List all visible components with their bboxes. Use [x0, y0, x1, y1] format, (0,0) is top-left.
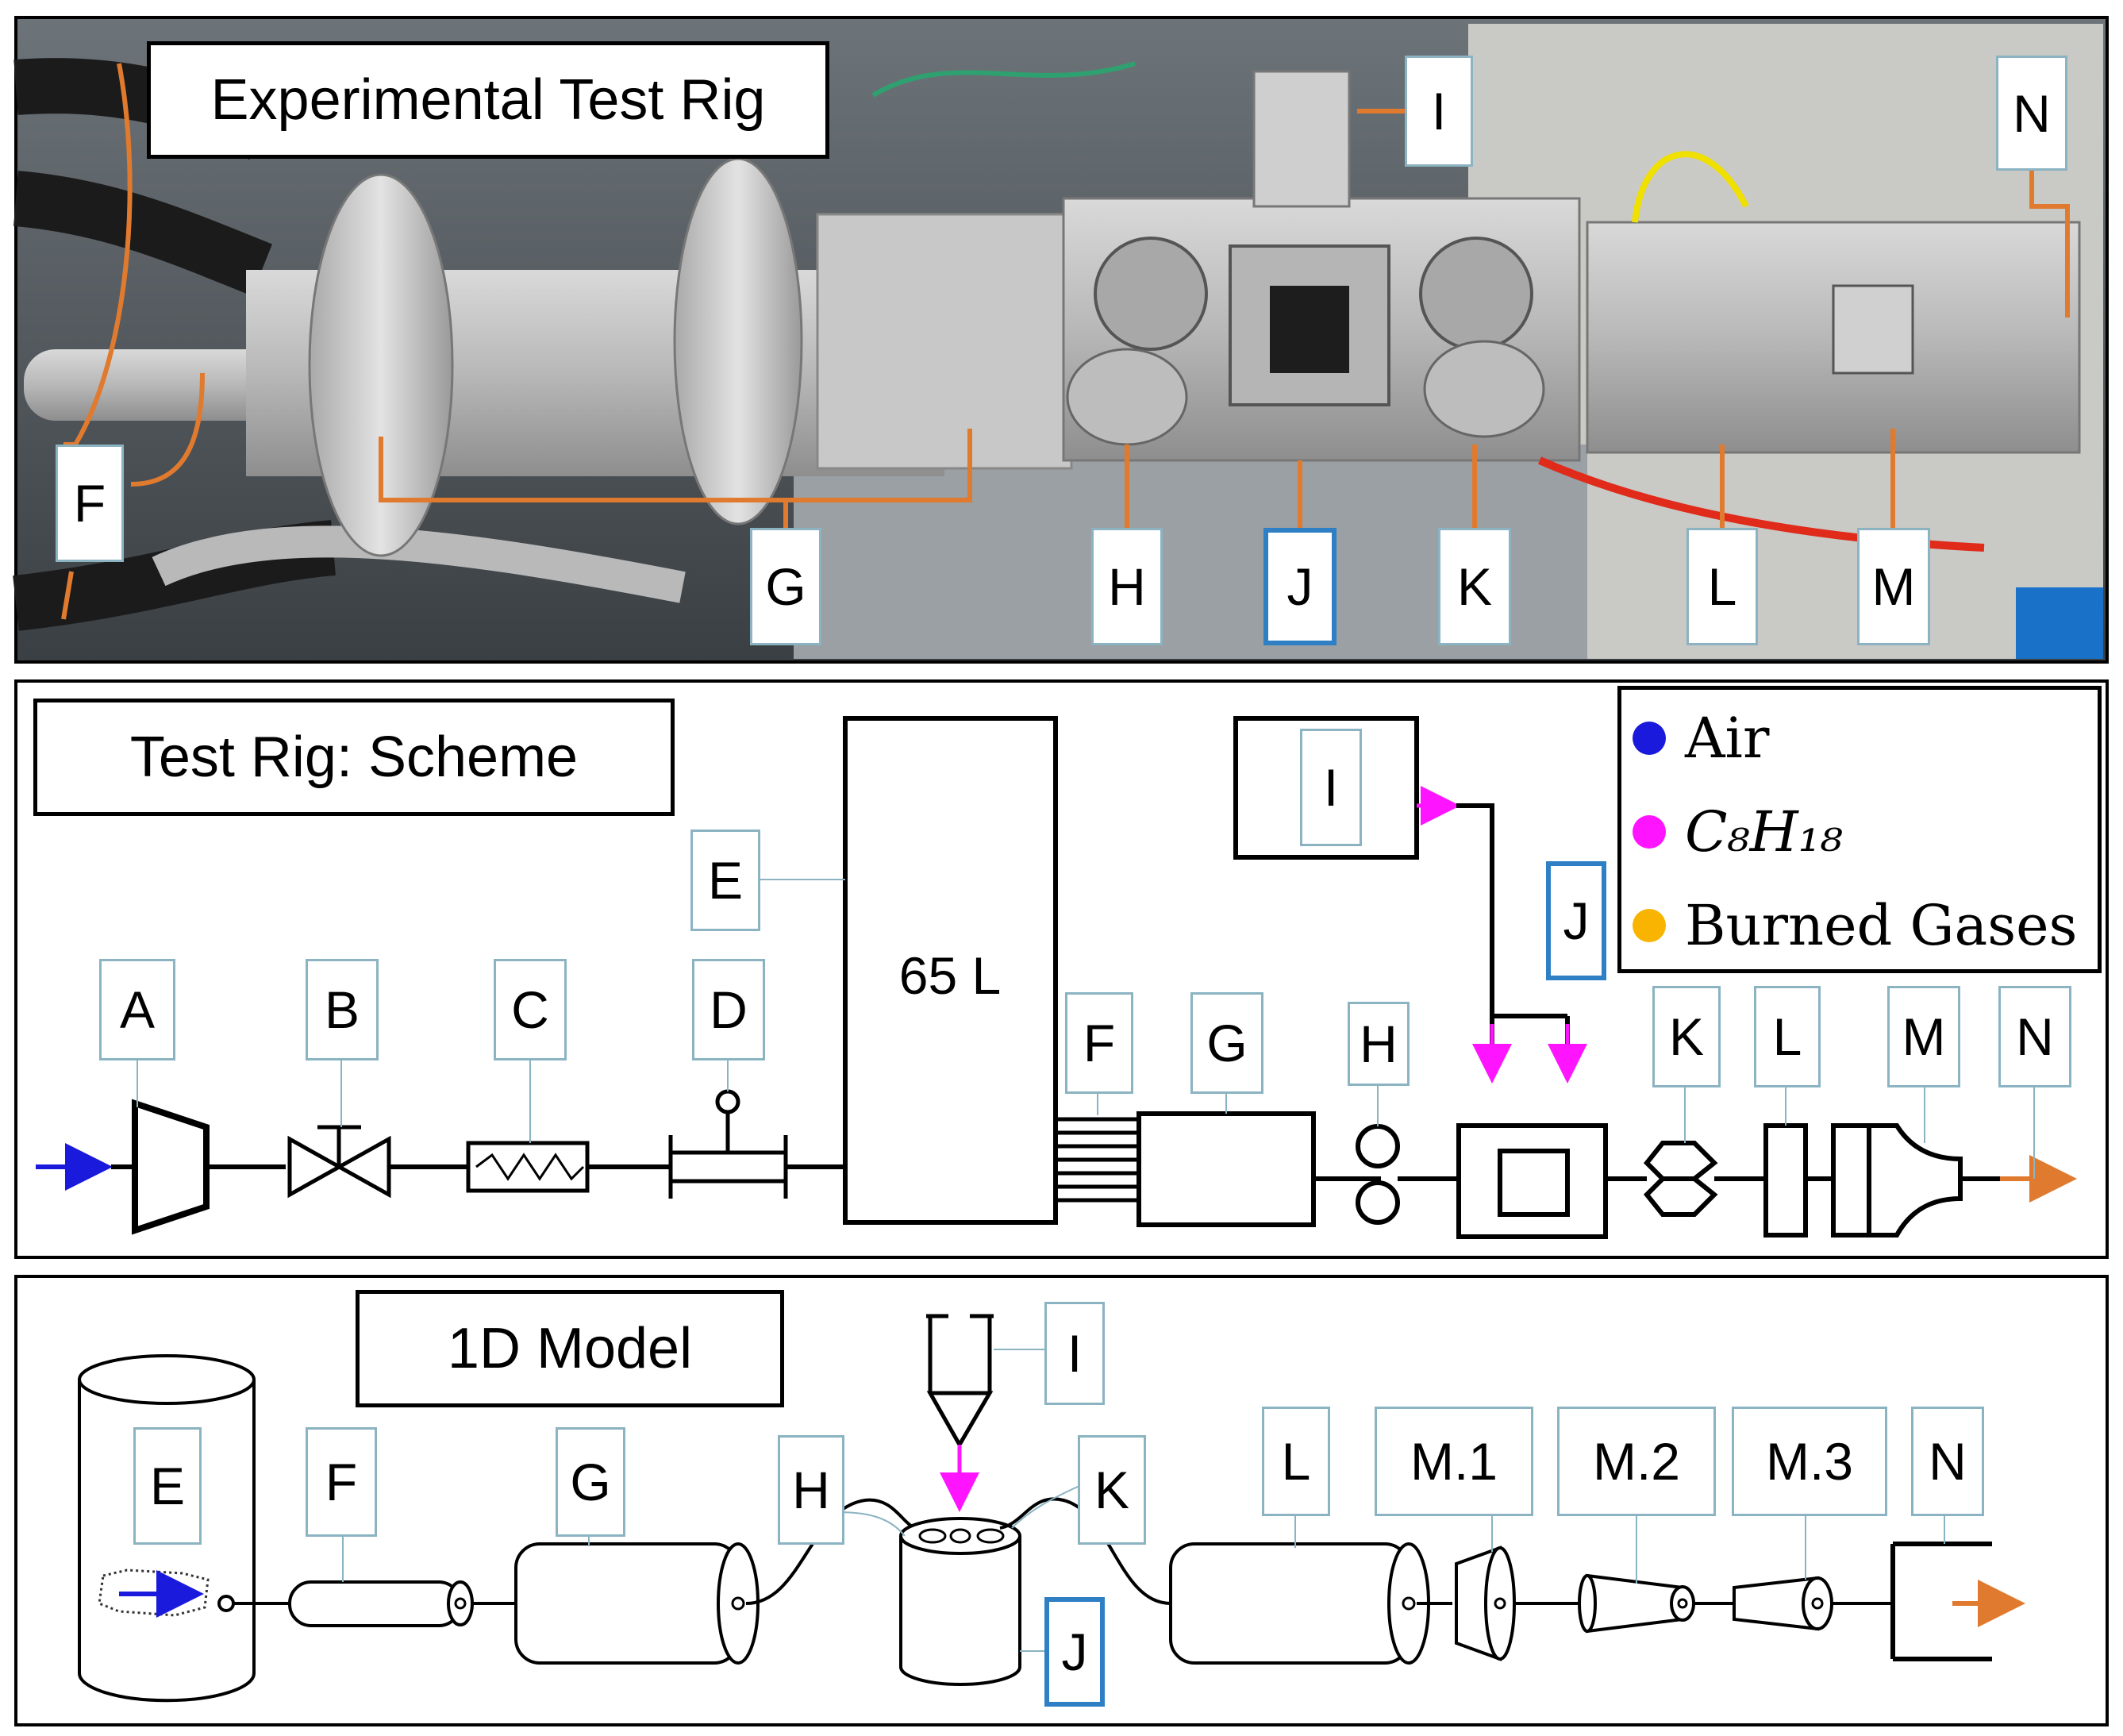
model-injector — [926, 1314, 994, 1449]
legend-label-fuel: C₈H₁₈ — [1685, 799, 1843, 864]
scheme-label-H: H — [1348, 1002, 1410, 1086]
runners-symbol — [1056, 1117, 1139, 1203]
legend-item-burned: Burned Gases — [1633, 893, 2077, 958]
scheme-label-C: C — [494, 959, 567, 1060]
model-nozzle-1 — [1455, 1545, 1516, 1661]
scheme-label-F: F — [1065, 992, 1133, 1094]
port-left — [1094, 237, 1208, 351]
model-outlet-duct — [1169, 1542, 1430, 1665]
quartz-window — [1270, 286, 1349, 373]
model-runner — [288, 1580, 474, 1627]
model-label-L: L — [1262, 1407, 1330, 1516]
hose-mid — [13, 171, 272, 296]
model-label-J: J — [1044, 1597, 1105, 1707]
model-chamber — [899, 1517, 1021, 1686]
model-pipe-3 — [745, 1498, 921, 1605]
flange-2 — [673, 157, 803, 525]
valve-symbol — [287, 1125, 391, 1199]
model-label-I: I — [1044, 1302, 1105, 1405]
scheme-label-L: L — [1754, 986, 1821, 1087]
legend-label-air: Air — [1685, 706, 1770, 771]
yellow-cable — [1632, 151, 1749, 223]
scheme-label-J: J — [1546, 861, 1606, 980]
model-label-M3: M.3 — [1732, 1407, 1887, 1516]
callout-F-line-2 — [130, 372, 205, 487]
model-label-H: H — [778, 1435, 844, 1545]
photo-label-L: L — [1686, 528, 1758, 645]
photo-label-H: H — [1091, 528, 1163, 645]
photo-label-M: M — [1857, 528, 1930, 645]
model-label-N: N — [1911, 1407, 1984, 1516]
callout-F-line-3 — [61, 571, 74, 620]
photo-label-G: G — [750, 528, 821, 645]
scheme-label-M: M — [1887, 986, 1960, 1087]
scheme-label-E: E — [690, 830, 760, 931]
legend-item-air: Air — [1633, 706, 1769, 771]
tank-box — [843, 716, 1058, 1225]
model-label-G: G — [556, 1427, 625, 1537]
sensor-symbol-lower — [1356, 1180, 1400, 1225]
model-label-K: K — [1078, 1435, 1146, 1545]
legend-item-fuel: C₈H₁₈ — [1633, 799, 1843, 864]
scheme-label-I: I — [1300, 729, 1362, 846]
burned-color-dot — [1633, 909, 1666, 942]
model-label-E: E — [133, 1427, 202, 1545]
photo-title: Experimental Test Rig — [147, 41, 829, 159]
blue-object — [2016, 587, 2103, 659]
model-label-M2: M.2 — [1557, 1407, 1716, 1516]
air-volume-outline — [98, 1569, 210, 1617]
model-pipe-4 — [999, 1497, 1171, 1605]
injector-box — [1233, 716, 1419, 860]
model-label-F: F — [306, 1427, 377, 1537]
legend-label-burned: Burned Gases — [1685, 893, 2078, 958]
photo-label-K: K — [1438, 528, 1511, 645]
sensor-block — [816, 213, 1073, 470]
photo-label-I: I — [1405, 56, 1473, 167]
nozzle-flange — [1831, 1123, 1871, 1238]
heater-coil — [475, 1153, 585, 1181]
green-cable — [871, 61, 1136, 98]
scheme-label-N: N — [1998, 986, 2071, 1087]
scheme-label-G: G — [1190, 992, 1263, 1094]
fuel-line — [1456, 803, 1570, 1064]
scheme-title: Test Rig: Scheme — [33, 699, 675, 816]
flange-1 — [308, 173, 454, 557]
model-tank-top — [78, 1354, 256, 1405]
scheme-leaders — [137, 879, 2035, 1179]
fuel-color-dot — [1633, 815, 1666, 849]
photo-label-J: J — [1263, 528, 1336, 645]
callout-N-line — [2029, 171, 2070, 318]
compressor-symbol — [132, 1099, 210, 1235]
valve-k-symbol — [1643, 1141, 1718, 1217]
tank-volume: 65 L — [899, 946, 1001, 1005]
air-color-dot — [1633, 722, 1666, 755]
model-outlet-bracket — [1890, 1542, 1992, 1661]
flowmeter-gauge — [715, 1089, 740, 1114]
port-right — [1419, 237, 1533, 351]
model-tank — [78, 1380, 256, 1703]
legend: Air C₈H₁₈ Burned Gases — [1617, 686, 2102, 973]
injector-mount — [1252, 70, 1351, 208]
model-nozzle-3 — [1733, 1576, 1833, 1631]
model-title: 1D Model — [356, 1290, 784, 1407]
scheme-label-D: D — [692, 959, 765, 1060]
inlet-pipe — [24, 349, 278, 421]
scheme-label-B: B — [306, 959, 379, 1060]
heater-symbol — [466, 1141, 590, 1193]
motor-left — [1066, 348, 1188, 446]
scheme-label-A: A — [99, 959, 175, 1060]
model-leaders — [342, 1349, 1945, 1652]
chamber-window-symbol — [1498, 1149, 1570, 1217]
scheme-label-K: K — [1652, 986, 1721, 1087]
photo-label-F: F — [56, 445, 124, 562]
model-plenum — [514, 1542, 760, 1665]
model-label-M1: M.1 — [1375, 1407, 1533, 1516]
photo-label-N: N — [1996, 56, 2067, 171]
outlet-window — [1832, 284, 1914, 375]
nozzle-symbol — [1869, 1123, 1963, 1238]
flowmeter-ends — [668, 1111, 788, 1199]
motor-right — [1423, 340, 1545, 438]
